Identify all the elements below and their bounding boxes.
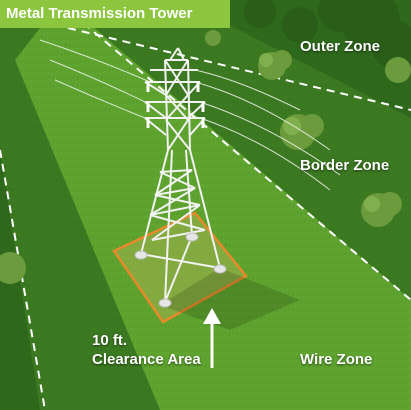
border-zone-label: Border Zone [300,157,390,174]
insulators [146,82,205,128]
wire-zone-label: Wire Zone [300,351,373,368]
clearance-area-text: Clearance Area [92,351,201,368]
outer-zone-label: Outer Zone [300,38,381,55]
bushes [0,0,411,284]
clearance-distance: 10 ft. [92,332,128,349]
transmission-tower [140,47,221,303]
title-banner: Metal Transmission Tower [0,0,230,28]
power-lines [39,39,341,191]
wire-zone-boundary-left [0,149,46,410]
tower-footings [134,232,227,308]
clearance-arrow [203,308,221,368]
outer-zone-boundary [67,27,411,111]
clearance-area-label: 10 ft. Clearance Area [92,331,201,369]
wire-zone-boundary-right [61,4,411,301]
